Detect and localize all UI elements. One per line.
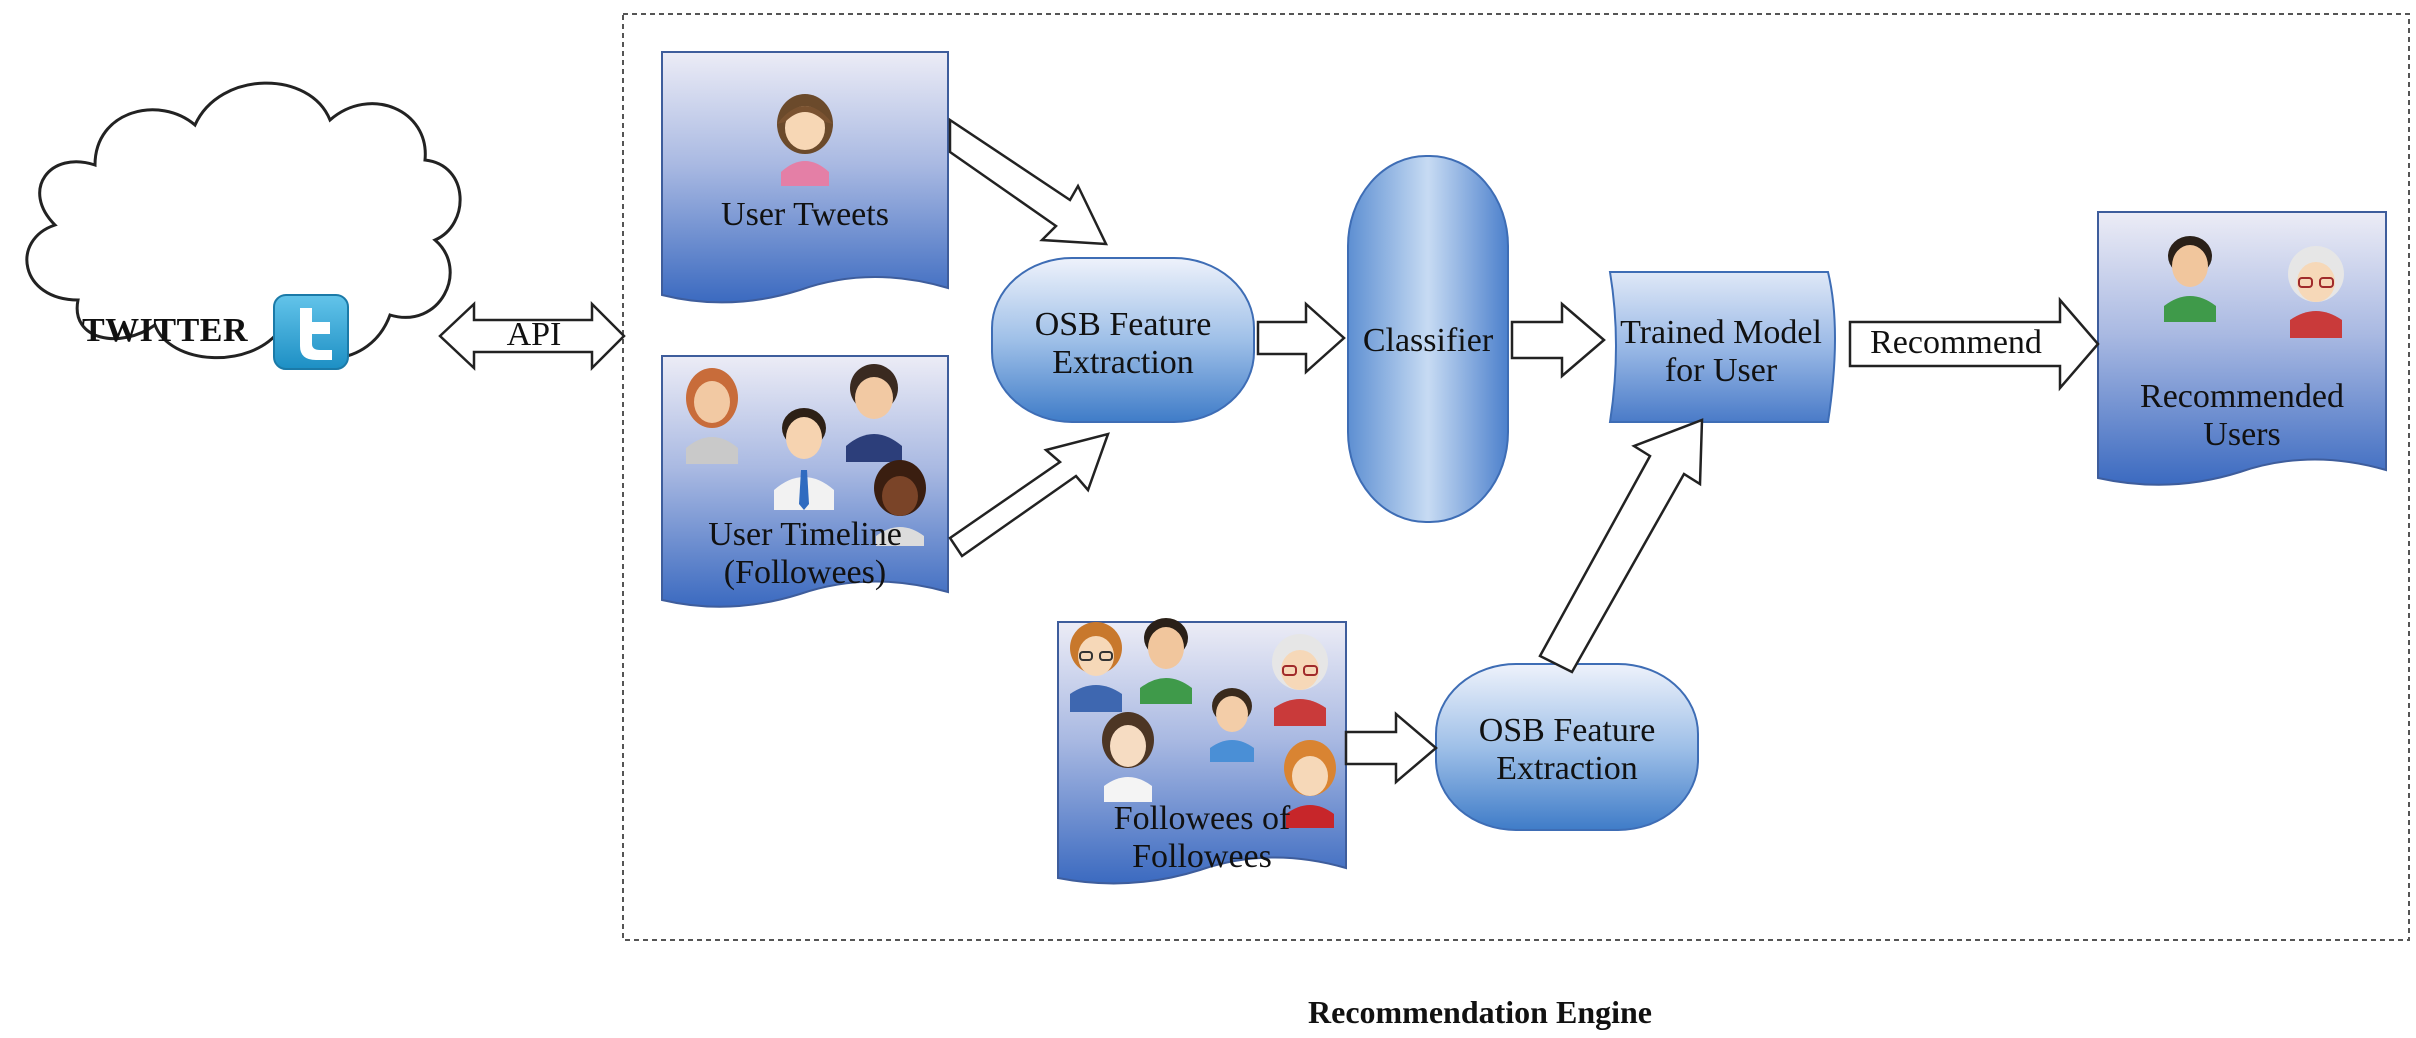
glasses-woman-avatar-icon bbox=[1070, 622, 1122, 712]
green-shirt-man-avatar-icon bbox=[1140, 618, 1192, 704]
osb-top-line1: OSB Feature bbox=[1034, 306, 1212, 343]
osb-bottom-label: OSB Feature Extraction bbox=[1436, 712, 1698, 788]
boy-avatar-icon bbox=[1210, 688, 1254, 762]
osb-bottom-line2: Extraction bbox=[1496, 750, 1638, 787]
recommended-elderly-woman-avatar-icon bbox=[2288, 246, 2344, 338]
followees-of-followees-label: Followees of Followees bbox=[1058, 800, 1346, 876]
recommended-line2: Users bbox=[2203, 416, 2281, 453]
female-user-avatar-icon bbox=[777, 94, 833, 186]
brown-hair-woman-avatar-icon bbox=[1102, 712, 1154, 802]
businessman-avatar-icon bbox=[846, 364, 902, 462]
user-tweets-label: User Tweets bbox=[721, 196, 889, 233]
api-label: API bbox=[506, 316, 562, 353]
recommended-man-avatar-icon bbox=[2164, 236, 2216, 322]
twitter-label: TWITTER bbox=[82, 312, 248, 349]
twitter-bird-icon bbox=[273, 294, 349, 370]
arrow-classifier-to-trained bbox=[1510, 301, 1606, 379]
osb-top-line2: Extraction bbox=[1052, 344, 1194, 381]
user-timeline-line2: (Followees) bbox=[723, 554, 887, 591]
man-tie-avatar-icon bbox=[774, 408, 834, 510]
arrow-tweets-to-osb bbox=[948, 117, 1109, 246]
trained-line2: for User bbox=[1664, 352, 1778, 389]
recommendation-engine-caption: Recommendation Engine bbox=[1308, 994, 1652, 1030]
classifier-shape bbox=[1347, 155, 1509, 523]
trained-model-label: Trained Model for User bbox=[1598, 314, 1844, 390]
recommend-label: Recommend bbox=[1870, 324, 2042, 361]
fof-line2: Followees bbox=[1132, 838, 1272, 875]
engine-boundary bbox=[622, 13, 2410, 941]
osb-feature-extraction-top bbox=[991, 257, 1255, 423]
arrow-osb-to-classifier bbox=[1256, 301, 1346, 375]
osb-top-label: OSB Feature Extraction bbox=[992, 306, 1254, 382]
followees-of-followees-doc bbox=[1057, 621, 1347, 885]
redhead-woman-avatar-icon bbox=[1284, 740, 1336, 828]
trained-line1: Trained Model bbox=[1620, 314, 1822, 351]
fof-line1: Followees of bbox=[1113, 800, 1291, 837]
osb-bottom-line1: OSB Feature bbox=[1478, 712, 1656, 749]
arrow-timeline-to-osb bbox=[948, 432, 1110, 558]
dark-skin-headset-avatar-icon bbox=[874, 460, 926, 546]
recommended-line1: Recommended bbox=[2140, 378, 2344, 415]
arrow-fof-to-osb bbox=[1344, 711, 1438, 785]
arrow-recommend bbox=[1848, 296, 2100, 392]
api-double-arrow bbox=[438, 300, 626, 372]
arrow-osb-to-trained bbox=[1538, 418, 1704, 674]
user-timeline-line1: User Timeline bbox=[708, 516, 902, 553]
trained-model-shape bbox=[1608, 271, 1836, 423]
classifier-label: Classifier bbox=[1362, 322, 1494, 359]
user-timeline-label: User Timeline (Followees) bbox=[662, 516, 948, 592]
twitter-cloud bbox=[25, 81, 462, 360]
recommended-users-label: Recommended Users bbox=[2098, 378, 2386, 454]
elderly-woman-avatar-icon bbox=[1272, 634, 1328, 726]
headset-woman-avatar-icon bbox=[686, 368, 738, 464]
